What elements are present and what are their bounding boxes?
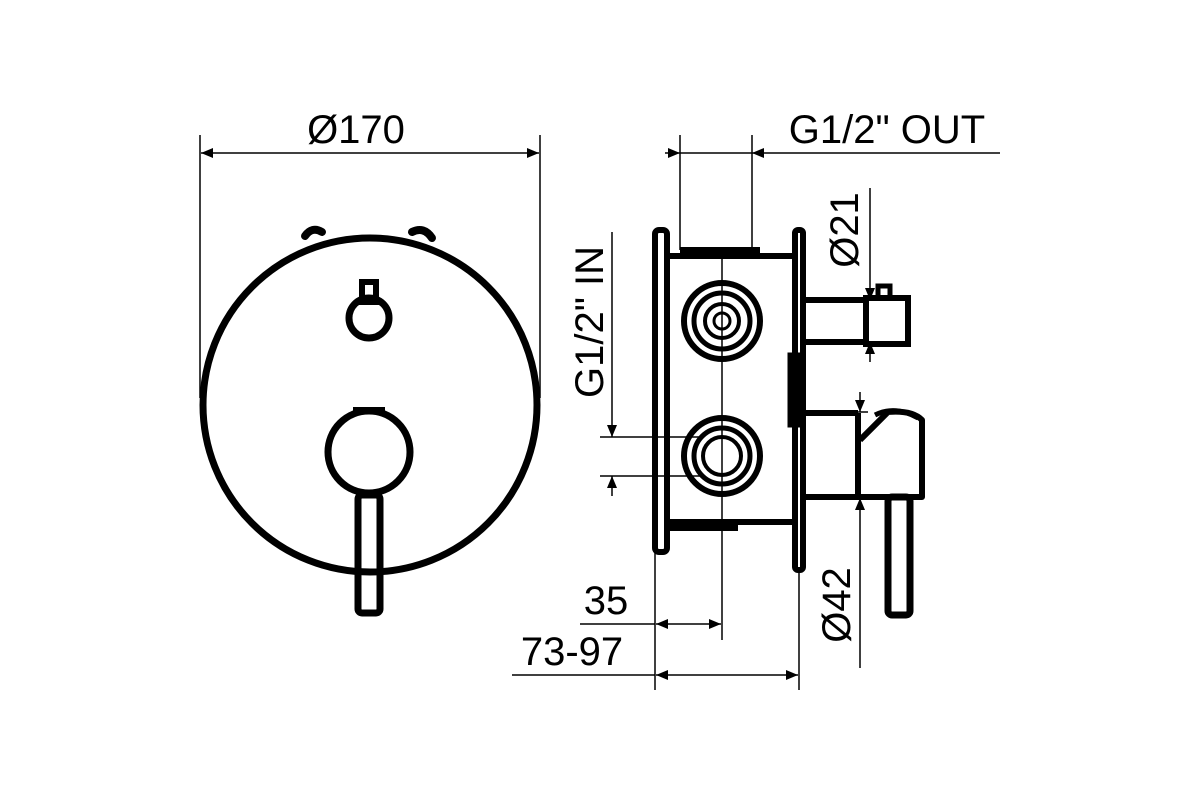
cover-tab-right (408, 226, 436, 242)
side-view: G1/2" OUT Ø21 G1/2" IN Ø42 35 73-97 (512, 108, 1000, 690)
wall-plate-boss (787, 352, 803, 428)
cover-tab-left (301, 225, 326, 240)
dim-label-handle-diameter: Ø42 (815, 567, 859, 643)
dim-label-diverter-diameter: Ø21 (823, 192, 867, 268)
dim-label-inlet-depth: 35 (584, 579, 629, 623)
mounting-plate (652, 227, 670, 555)
dim-label-installation-depth: 73-97 (521, 630, 623, 674)
handle-hub (324, 407, 414, 497)
handle-body-curve (873, 408, 920, 421)
handle-lever-side (884, 493, 914, 619)
diverter-knob-side-tab (875, 283, 893, 301)
dim-label-inlet-thread: G1/2" IN (568, 246, 612, 398)
dim-label-front-diameter: Ø170 (307, 108, 405, 152)
diverter-knob (345, 294, 393, 342)
diverter-knob-tab (359, 279, 379, 305)
cover-plate (199, 234, 541, 576)
diverter-knob-side (863, 295, 911, 347)
dim-label-outlet-thread: G1/2" OUT (789, 108, 985, 152)
handle-lever (354, 491, 384, 617)
front-view: Ø170 (199, 108, 541, 617)
handle-body-side (855, 408, 925, 500)
